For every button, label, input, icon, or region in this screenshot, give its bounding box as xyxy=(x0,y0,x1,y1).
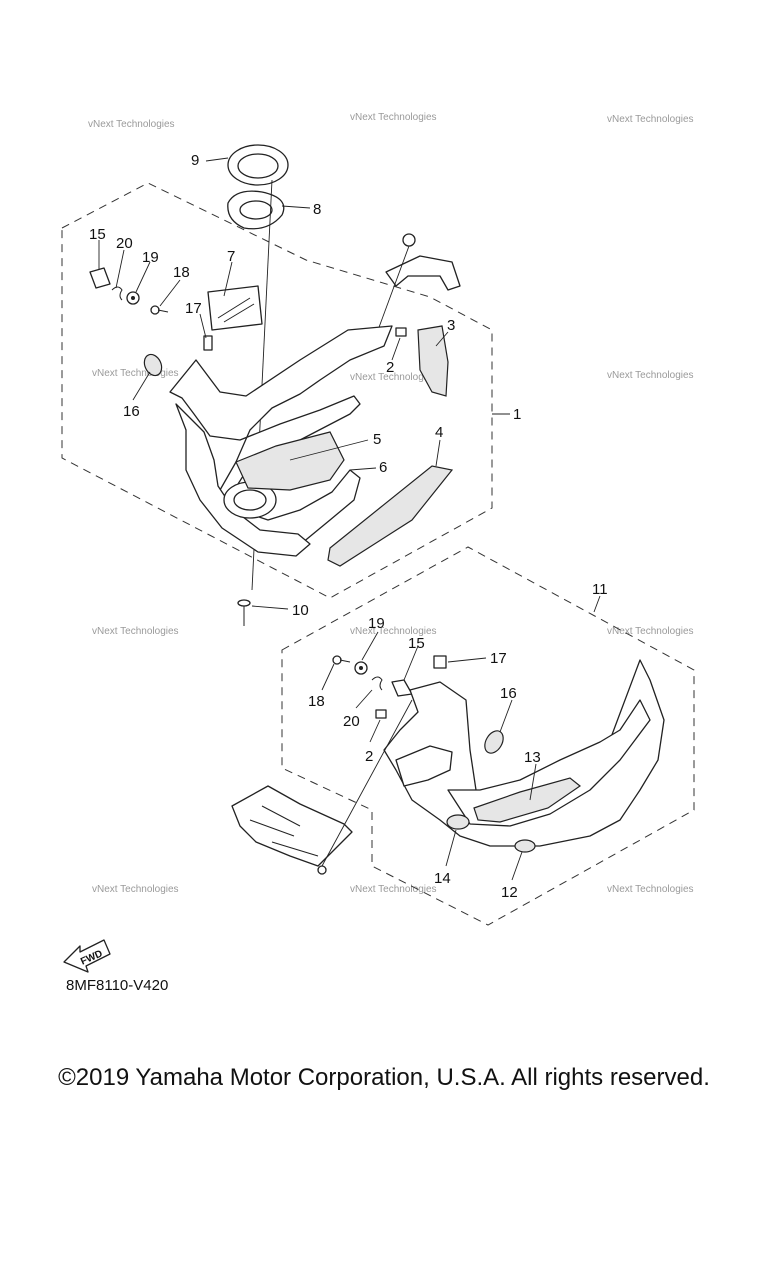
part-7-sticker xyxy=(207,285,263,331)
part-9-gasket xyxy=(227,144,289,186)
callout-3: 3 xyxy=(447,317,455,334)
callouts-upper: 9 8 15 20 19 18 7 17 3 2 1 16 5 6 4 10 xyxy=(89,152,521,619)
callouts-lower: 11 19 15 17 18 20 16 2 13 14 12 xyxy=(308,581,608,901)
callout-19: 19 xyxy=(142,249,159,266)
diagram-code: 8MF8110-V420 xyxy=(66,977,169,994)
callout-7: 7 xyxy=(227,248,235,265)
part-18-bolt-lower xyxy=(332,655,351,665)
callout-11: 11 xyxy=(592,581,608,598)
part-19-washer-lower xyxy=(354,661,368,675)
part-2-nut-lower xyxy=(375,709,387,719)
watermark: vNext Technologies xyxy=(88,119,175,130)
part-1-upper-cowling xyxy=(169,325,393,557)
part-15-nut xyxy=(89,267,111,289)
watermark: vNext Technologies xyxy=(92,884,179,895)
part-10-bolt xyxy=(237,599,251,626)
callout-17-lower: 17 xyxy=(490,650,507,667)
callout-4: 4 xyxy=(435,424,443,441)
watermark: vNext Technologies xyxy=(92,626,179,637)
part-16-grommet xyxy=(143,353,163,377)
part-14-pad xyxy=(446,814,470,830)
part-8-gasket xyxy=(227,190,285,230)
callout-17: 17 xyxy=(185,300,202,317)
callout-20-lower: 20 xyxy=(343,713,360,730)
part-16-grommet-lower xyxy=(484,730,504,754)
callout-16-lower: 16 xyxy=(500,685,517,702)
watermark: vNext Technologies xyxy=(607,114,694,125)
part-12-pad xyxy=(514,839,536,853)
part-20-clip xyxy=(111,286,123,301)
watermark: vNext Technologies xyxy=(607,626,694,637)
lower-bracket xyxy=(231,699,413,875)
part-18-bolt xyxy=(150,305,169,315)
upper-assembly-boundary xyxy=(61,182,493,599)
callout-13: 13 xyxy=(524,749,541,766)
callout-12: 12 xyxy=(501,884,518,901)
part-13-pad xyxy=(473,777,582,823)
watermark: vNext Technologies xyxy=(92,368,179,379)
copyright-notice: ©2019 Yamaha Motor Corporation, U.S.A. A… xyxy=(58,1064,710,1091)
part-3-pad xyxy=(417,325,449,397)
part-17-clip xyxy=(203,335,213,351)
upper-bracket xyxy=(377,233,461,331)
callout-19-lower: 19 xyxy=(368,615,385,632)
callout-20: 20 xyxy=(116,235,133,252)
leader-lines xyxy=(98,157,601,881)
callout-15: 15 xyxy=(89,226,106,243)
part-15-nut-lower xyxy=(391,679,413,697)
part-2-nut xyxy=(395,327,407,337)
watermark: vNext Technologies xyxy=(350,372,437,383)
callout-5: 5 xyxy=(373,431,381,448)
part-17-clip-lower xyxy=(433,655,447,669)
watermark: vNext Technologies xyxy=(607,370,694,381)
watermark: vNext Technologies xyxy=(350,626,437,637)
fwd-arrow-icon: FWD xyxy=(63,939,111,973)
callout-6: 6 xyxy=(379,459,387,476)
callout-10: 10 xyxy=(292,602,309,619)
watermark: vNext Technologies xyxy=(607,884,694,895)
callout-18: 18 xyxy=(173,264,190,281)
lower-assembly-boundary xyxy=(281,546,695,926)
callout-9: 9 xyxy=(191,152,199,169)
part-19-washer xyxy=(126,291,140,305)
watermarks: vNext Technologies vNext Technologies vN… xyxy=(88,112,694,895)
callout-8: 8 xyxy=(313,201,321,218)
callout-2: 2 xyxy=(386,359,394,376)
callout-15-lower: 15 xyxy=(408,635,425,652)
part-5-pad xyxy=(235,431,345,491)
part-11-lower-cowling xyxy=(383,659,665,853)
callout-18-lower: 18 xyxy=(308,693,325,710)
callout-14: 14 xyxy=(434,870,451,887)
part-20-clip-lower xyxy=(371,676,383,691)
callout-2-lower: 2 xyxy=(365,748,373,765)
watermark: vNext Technologies xyxy=(350,112,437,123)
callout-1: 1 xyxy=(513,406,521,423)
watermark: vNext Technologies xyxy=(350,884,437,895)
callout-16: 16 xyxy=(123,403,140,420)
part-4-pad xyxy=(327,465,454,567)
